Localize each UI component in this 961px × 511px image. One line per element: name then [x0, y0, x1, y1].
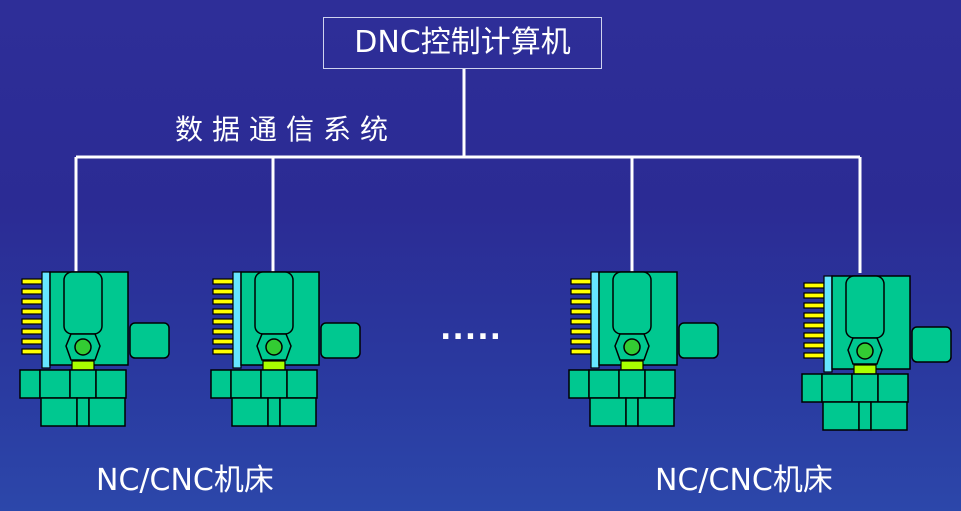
machine-label-2: NC/CNC机床 [655, 463, 833, 498]
cnc-machine-icon-2 [210, 271, 361, 427]
network-lines [74, 69, 862, 273]
machine-label-1: NC/CNC机床 [96, 463, 274, 498]
controller-box: DNC控制计算机 [323, 17, 602, 69]
ellipsis: ..... [440, 312, 502, 347]
controller-label: DNC控制计算机 [354, 25, 571, 60]
cnc-machine-icon-3 [568, 271, 719, 427]
bus-label: 数据通信系统 [175, 113, 398, 146]
cnc-machine-icon-1 [19, 271, 170, 427]
cnc-machine-icon-4 [801, 275, 952, 431]
